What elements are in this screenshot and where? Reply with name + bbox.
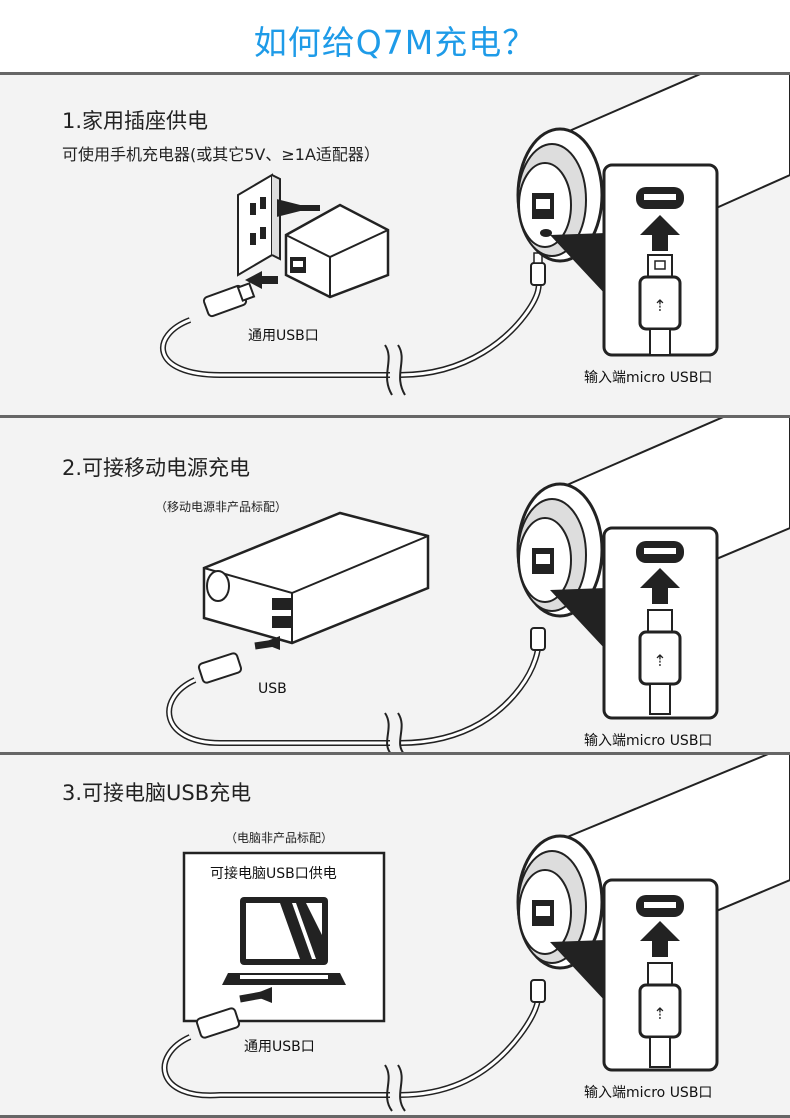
laptop-label: 可接电脑USB口供电 — [210, 866, 337, 882]
section-heading: 1.家用插座供电 — [62, 109, 209, 133]
wall-charger-illustration: ⇡ — [160, 75, 790, 396]
micro-usb-plug-icon — [530, 979, 546, 1003]
usb-plug-icon — [202, 282, 256, 318]
arrow-right-icon — [277, 199, 320, 217]
title-bar: 如何给Q7M充电？ — [0, 0, 790, 73]
svg-text:⇡: ⇡ — [653, 1004, 666, 1023]
micro-usb-plug-icon — [530, 627, 546, 651]
micro-usb-plug-icon: ⇡ — [638, 609, 682, 715]
micro-usb-plug-icon — [530, 252, 546, 286]
arrow-up-icon — [640, 568, 680, 604]
micro-usb-port-icon — [636, 187, 684, 209]
section-note: （移动电源非产品标配） — [155, 500, 288, 514]
cable-label: 通用USB口 — [248, 328, 319, 344]
computer-illustration: ⇡ — [161, 755, 790, 1112]
power-bank-icon — [202, 511, 430, 645]
arrow-icon — [239, 987, 272, 1003]
section-computer: 3.可接电脑USB充电 （电脑非产品标配） — [0, 752, 790, 1118]
usb-plug-icon — [195, 1007, 241, 1039]
section-wall-charger: 1.家用插座供电 可使用手机充电器(或其它5V、≥1A适配器） — [0, 72, 790, 418]
cable-label: 通用USB口 — [244, 1039, 315, 1055]
arrow-icon — [254, 636, 280, 650]
charger-icon — [284, 203, 390, 299]
section-note: （电脑非产品标配） — [225, 831, 334, 845]
wall-outlet-icon — [237, 173, 281, 277]
micro-usb-plug-icon: ⇡ — [638, 254, 682, 356]
port-label: 输入端micro USB口 — [584, 733, 713, 749]
arrow-up-icon — [640, 215, 680, 251]
micro-usb-port-icon — [636, 541, 684, 563]
port-label: 输入端micro USB口 — [584, 1085, 713, 1101]
section-subheading: 可使用手机充电器(或其它5V、≥1A适配器） — [62, 145, 380, 164]
cable-label: USB — [258, 681, 287, 697]
section-heading: 3.可接电脑USB充电 — [62, 781, 252, 805]
section-power-bank: 2.可接移动电源充电 （移动电源非产品标配） — [0, 415, 790, 755]
svg-text:⇡: ⇡ — [653, 296, 666, 315]
arrow-up-icon — [640, 921, 680, 957]
laptop-icon — [222, 897, 346, 985]
usb-plug-icon — [197, 652, 243, 684]
section-heading: 2.可接移动电源充电 — [62, 456, 251, 480]
arrow-icon — [245, 271, 278, 289]
page-title: 如何给Q7M充电？ — [253, 23, 537, 62]
micro-usb-port-icon — [636, 895, 684, 917]
power-bank-illustration: ⇡ — [166, 418, 790, 755]
micro-usb-plug-icon: ⇡ — [638, 962, 682, 1068]
port-label: 输入端micro USB口 — [584, 370, 713, 386]
svg-text:⇡: ⇡ — [653, 651, 666, 670]
